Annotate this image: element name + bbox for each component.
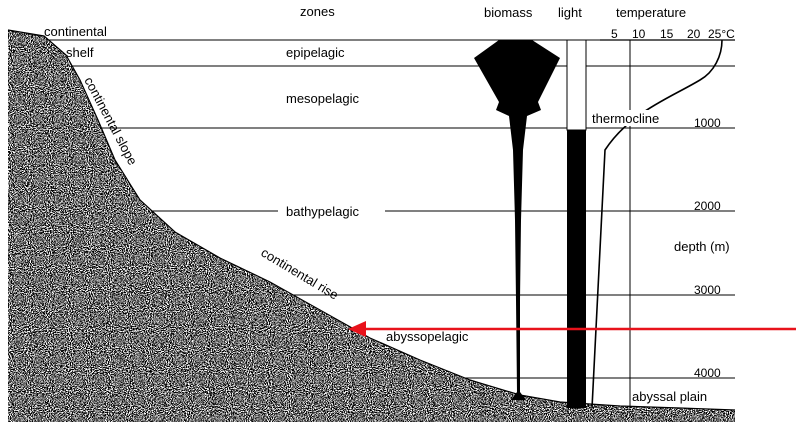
- thermocline-label: thermocline: [592, 111, 659, 126]
- zones-header: zones: [300, 4, 335, 19]
- continental-label: continental: [44, 24, 107, 39]
- zone-label-bathypelagic: bathypelagic: [286, 204, 359, 219]
- abyssal-plain-label: abyssal plain: [632, 389, 707, 404]
- biomass-header: biomass: [484, 5, 533, 20]
- light-header: light: [558, 5, 582, 20]
- depth-tick-3000: 3000: [694, 283, 721, 297]
- zone-label-epipelagic: epipelagic: [286, 45, 345, 60]
- depth-axis-label: depth (m): [674, 239, 730, 254]
- sea-floor-texture: [8, 30, 735, 422]
- shelf-label: shelf: [66, 45, 94, 60]
- temperature-tick: 20: [687, 27, 701, 41]
- temperature-curve: [592, 40, 722, 408]
- depth-tick-1000: 1000: [694, 116, 721, 130]
- temperature-tick: 25°C: [708, 27, 735, 41]
- temperature-tick: 10: [632, 27, 646, 41]
- light-column-lit: [567, 40, 586, 130]
- zone-label-abyssopelagic: abyssopelagic: [386, 329, 469, 344]
- depth-tick-2000: 2000: [694, 199, 721, 213]
- temperature-tick: 5: [611, 27, 618, 41]
- light-column-dark: [567, 130, 586, 408]
- temperature-header: temperature: [616, 5, 686, 20]
- biomass-profile: [474, 40, 560, 400]
- temperature-tick: 15: [660, 27, 674, 41]
- zone-label-mesopelagic: mesopelagic: [286, 91, 359, 106]
- light-column: [567, 40, 586, 408]
- temperature-profile: [592, 40, 735, 408]
- depth-tick-4000: 4000: [694, 366, 721, 380]
- sea-floor: [8, 30, 735, 422]
